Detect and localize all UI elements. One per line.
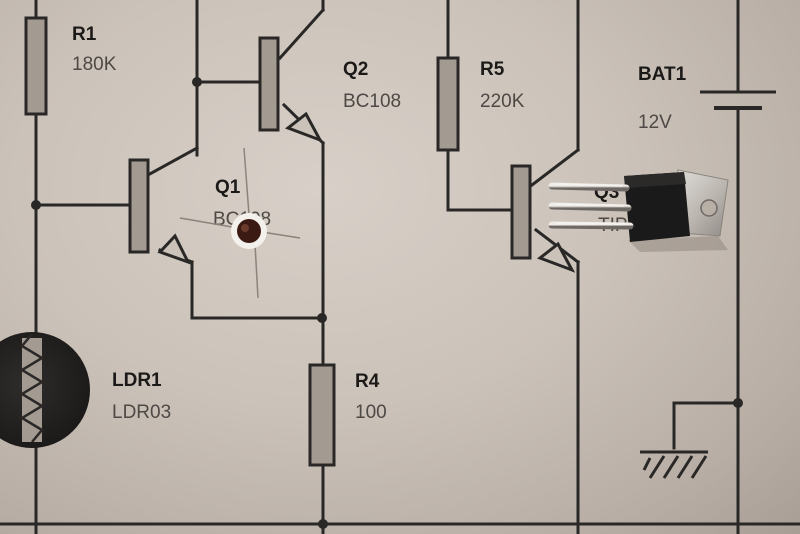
resistor-r1: R1 180K: [24, 16, 117, 116]
ldr-ldr1: LDR1 LDR03: [0, 332, 171, 448]
led-component: [179, 147, 301, 299]
q2-value: BC108: [343, 91, 401, 112]
q1-ref: Q1: [215, 177, 241, 198]
r1-ref: R1: [72, 24, 97, 45]
bat1-value: 12V: [638, 112, 672, 133]
tip-power-transistor: [548, 169, 729, 252]
bat1-ref: BAT1: [638, 64, 687, 85]
transistor-q2: Q2 BC108: [258, 36, 401, 143]
r5-ref: R5: [480, 59, 505, 80]
ground-symbol: [640, 450, 708, 479]
transistor-q1: Q1 BC108: [128, 158, 271, 265]
r4-value: 100: [355, 402, 387, 423]
battery-bat1: BAT1 12V: [638, 64, 776, 133]
ldr1-value: LDR03: [112, 402, 171, 423]
r1-value: 180K: [72, 54, 117, 75]
resistor-r4: R4 100: [308, 363, 387, 467]
resistor-r5: R5 220K: [436, 56, 525, 152]
r5-value: 220K: [480, 91, 525, 112]
q2-ref: Q2: [343, 59, 368, 80]
junction-dots: [31, 77, 743, 529]
ldr1-ref: LDR1: [112, 370, 162, 391]
r4-ref: R4: [355, 371, 380, 392]
